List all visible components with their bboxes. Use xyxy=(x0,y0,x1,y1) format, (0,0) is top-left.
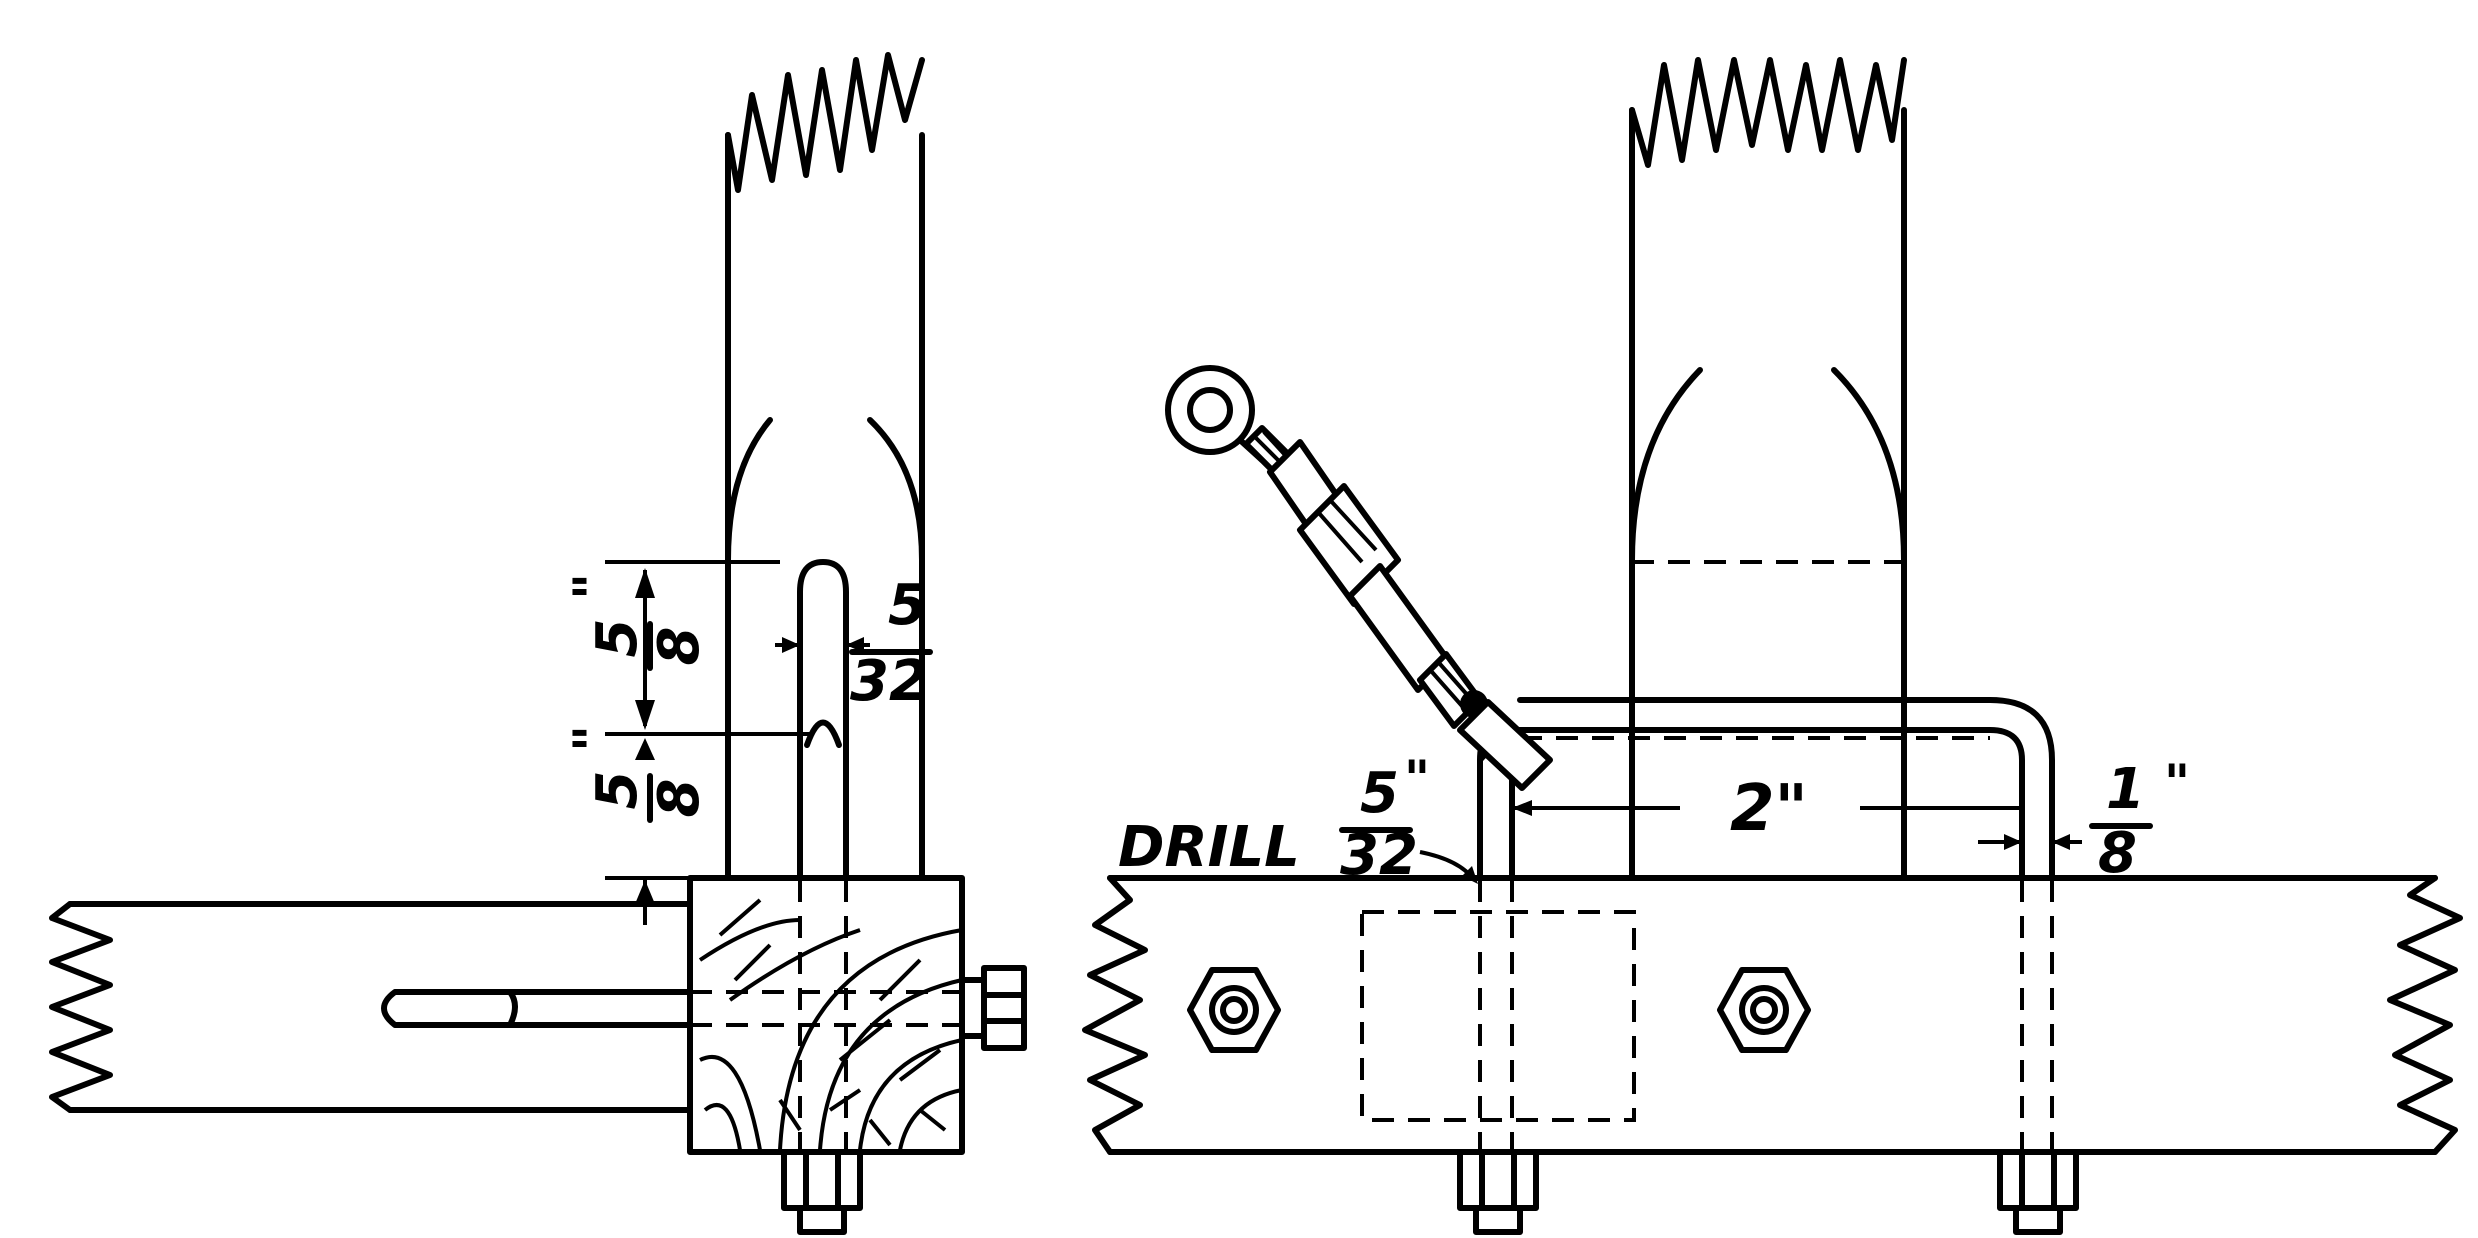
side-bottom-nut xyxy=(781,1149,863,1235)
drill-label: DRILL xyxy=(1118,815,1300,880)
side-ubolt-top xyxy=(797,559,849,881)
gap-den: 8 xyxy=(2098,821,2137,886)
side-horizontal-bolt xyxy=(381,965,1027,1051)
side-beam xyxy=(49,901,693,1113)
side-dim-upper: 5 8 " xyxy=(563,573,712,671)
front-view: DRILL 5 " 32 2" 1 " 8 xyxy=(1082,57,2463,1235)
turnbuckle xyxy=(1165,365,1553,791)
dim-upper-den: 8 xyxy=(647,627,712,666)
front-bottom-nut-right xyxy=(1997,1149,2079,1235)
drill-num: 5 xyxy=(1360,761,1399,826)
dim-upper-num: 5 xyxy=(585,619,650,658)
front-ubolt xyxy=(1477,697,2055,1152)
dim-slot-num: 5 xyxy=(888,573,927,638)
gap-size: 1 " 8 xyxy=(2089,754,2190,886)
front-dimensions xyxy=(1419,790,2082,884)
side-dimensions xyxy=(605,560,870,925)
gap-num: 1 xyxy=(2106,757,2145,822)
front-bottom-nut-left xyxy=(1457,1149,1539,1235)
dim-lower-den: 8 xyxy=(647,779,712,818)
span-label: 2" xyxy=(1730,772,1808,846)
drill-size: 5 " 32 xyxy=(1339,750,1430,888)
front-post xyxy=(1629,57,1907,881)
front-nut-left xyxy=(1187,967,1281,1053)
side-ubolt-bend xyxy=(804,719,842,748)
end-grain-block xyxy=(687,875,965,1155)
dim-lower-unit: " xyxy=(563,725,623,752)
dim-slot-den: 32 xyxy=(850,649,928,714)
side-dim-lower: 5 8 " xyxy=(563,725,712,823)
dim-lower-num: 5 xyxy=(585,771,650,810)
drill-unit: " xyxy=(1404,750,1430,808)
side-view: 5 8 " 5 8 " 5 32 xyxy=(49,52,1027,1235)
drill-den: 32 xyxy=(1340,823,1418,888)
dim-upper-unit: " xyxy=(563,573,623,600)
hidden-plate xyxy=(1360,910,1636,1122)
side-post xyxy=(725,52,925,881)
front-nut-right xyxy=(1717,967,1811,1053)
side-ubolt-hidden xyxy=(798,880,848,1150)
front-beam xyxy=(1082,875,2463,1155)
side-dim-slot: 5 32 xyxy=(849,573,933,714)
gap-unit: " xyxy=(2164,754,2190,812)
